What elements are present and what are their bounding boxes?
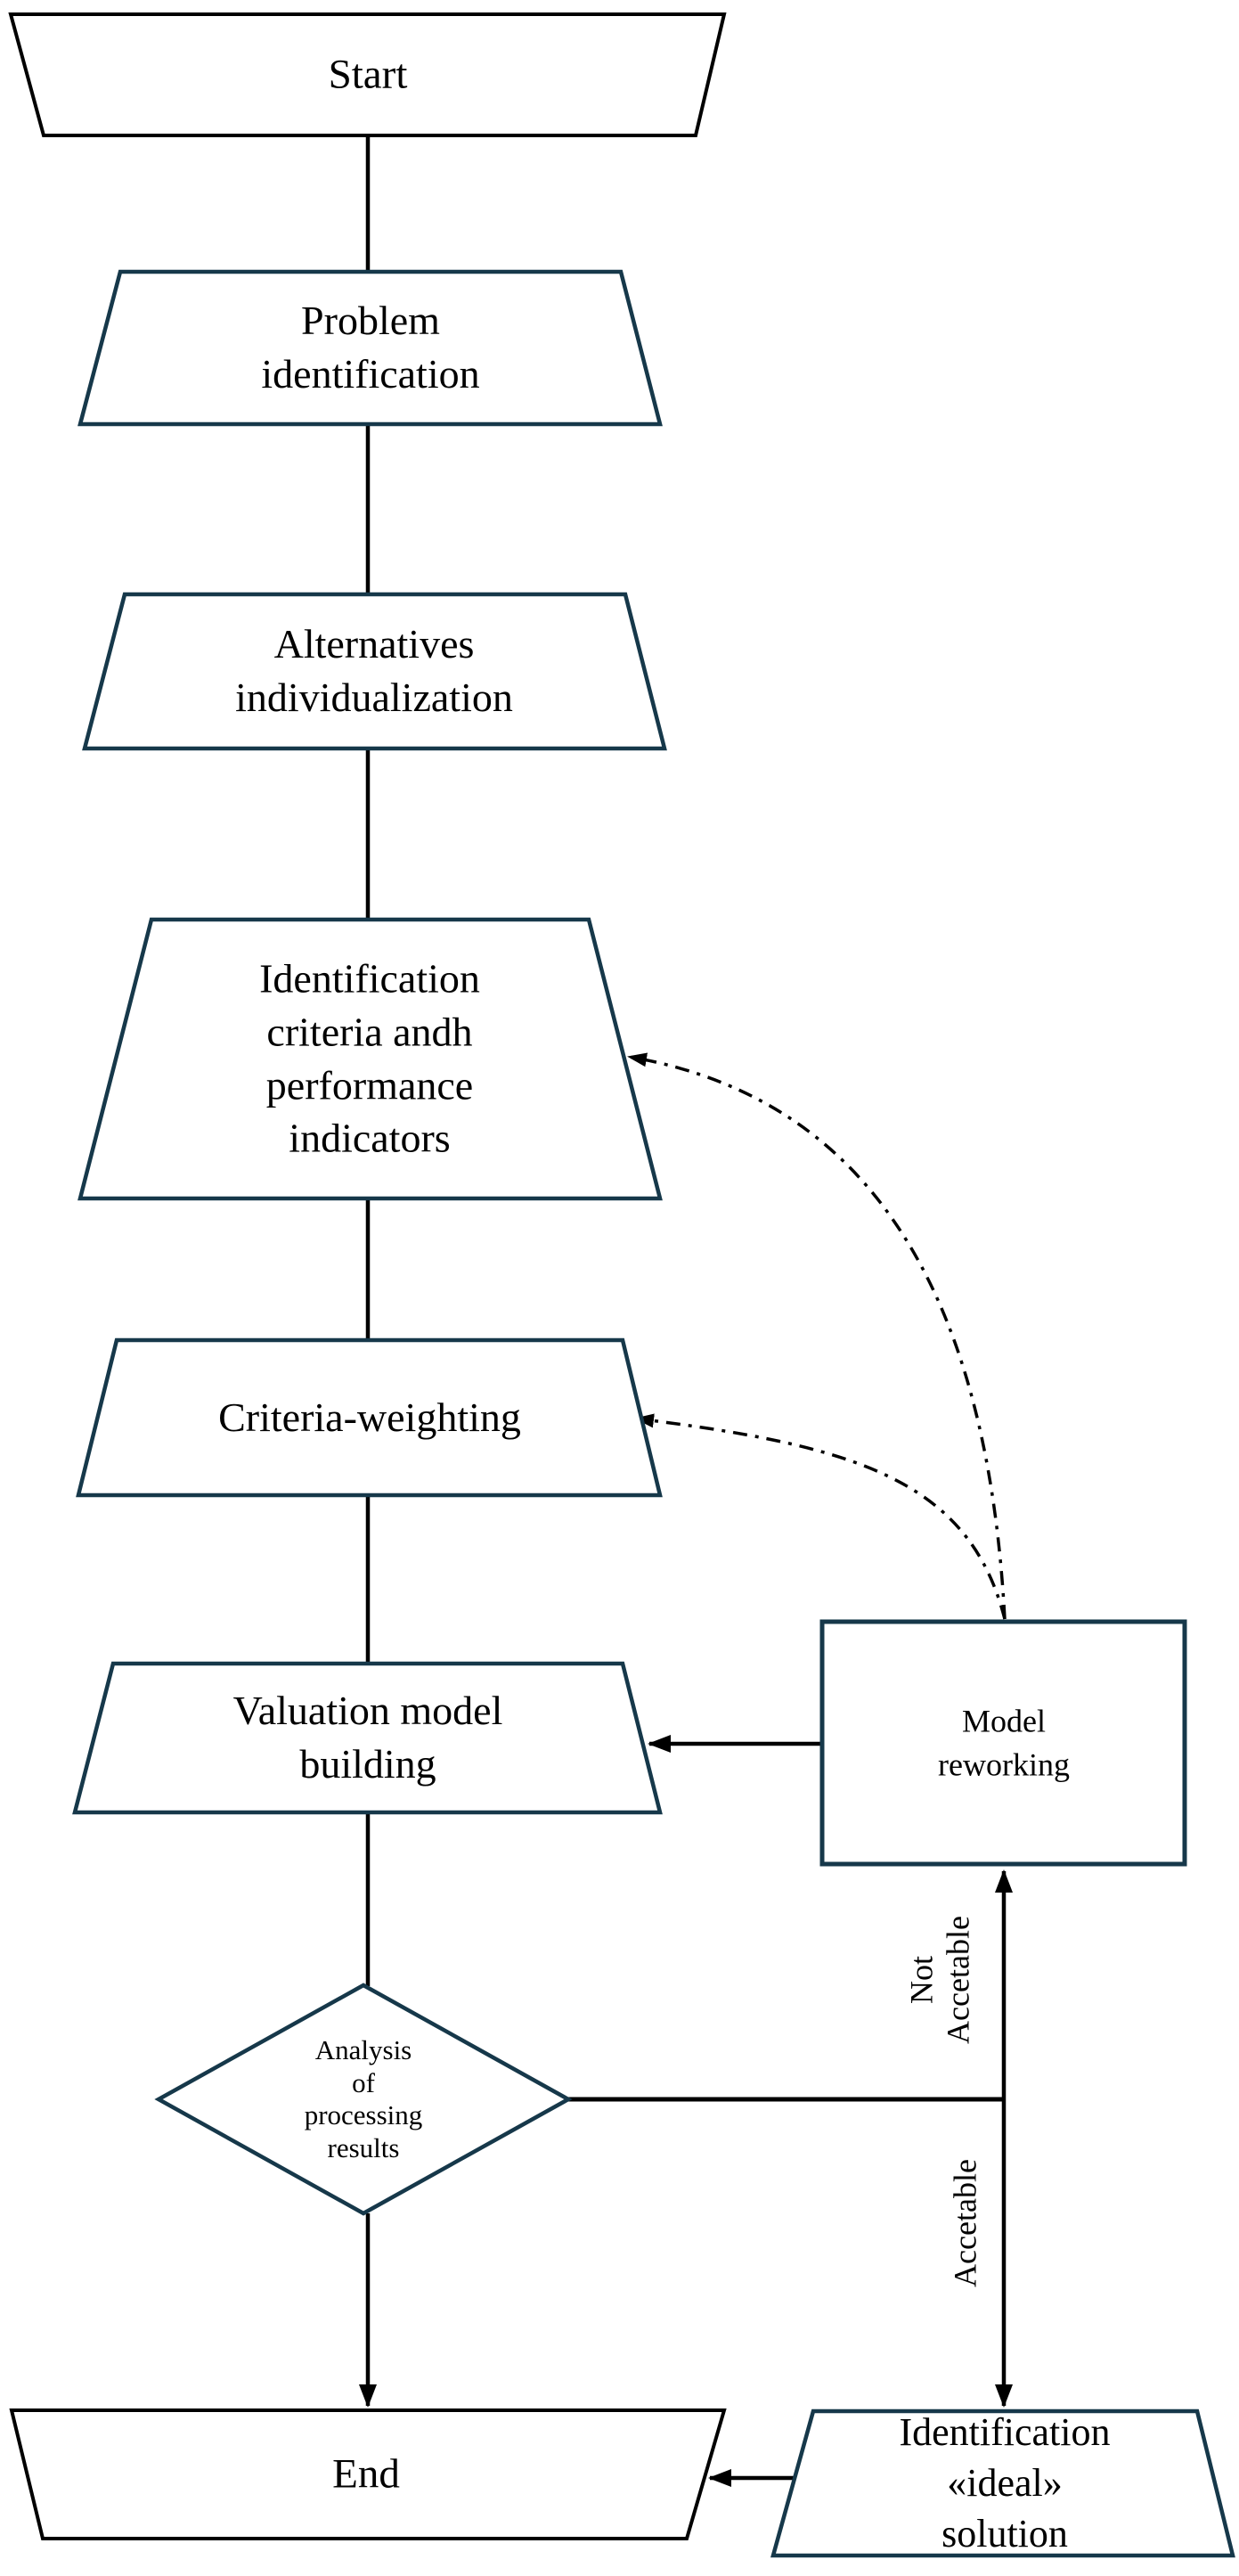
dashdot-reworking-to-criteria-arrow xyxy=(627,1052,1007,1620)
ideal-solution-node xyxy=(770,2408,1235,2558)
edge-label-not-acceptable: Not Accetable xyxy=(903,1916,976,2044)
problem-identification-label: Problem identification xyxy=(261,298,480,397)
end-node xyxy=(9,2408,727,2540)
criteria-weighting-node xyxy=(76,1337,663,1498)
dashdot-reworking-to-weighting-arrow xyxy=(634,1413,1007,1620)
identification-criteria-node xyxy=(77,917,663,1201)
alternatives-individualization-node xyxy=(82,592,667,751)
valuation-model-building-label: Valuation model building xyxy=(232,1688,503,1787)
edge-label-acceptable: Accetable xyxy=(947,2159,983,2287)
valuation-model-building-node xyxy=(72,1661,663,1815)
identification-criteria-label: Identification criteria andh performance… xyxy=(259,955,480,1161)
ideal-solution-label: Identification «ideal» solution xyxy=(899,2410,1111,2556)
criteria-weighting-label: Criteria-weighting xyxy=(218,1394,521,1441)
end-label: End xyxy=(332,2450,400,2498)
analysis-decision-label: Analysis of processing results xyxy=(304,2033,423,2163)
model-reworking-label: Model reworking xyxy=(938,1703,1070,1782)
start-label: Start xyxy=(328,51,408,98)
start-node xyxy=(8,12,727,137)
alternatives-individualization-label: Alternatives individualization xyxy=(235,621,513,720)
problem-identification-node xyxy=(77,269,663,427)
analysis-decision-node xyxy=(154,1983,573,2216)
model-reworking-node xyxy=(819,1619,1187,1867)
